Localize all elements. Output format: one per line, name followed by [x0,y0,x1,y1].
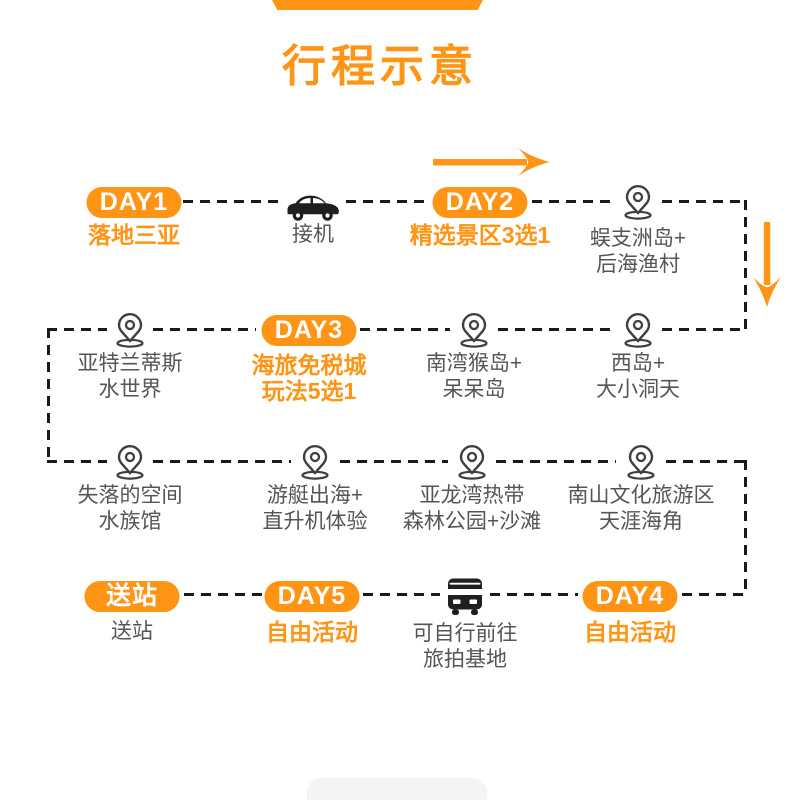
next-card-edge [307,778,487,800]
day4-badge: DAY4 [582,581,678,612]
route-line [346,200,430,203]
route-line [662,328,747,331]
yacht-label: 游艇出海+ 直升机体验 [263,483,368,535]
route-line [184,593,262,596]
location-pin-icon [624,185,652,220]
nanwan-label: 南湾猴岛+ 呆呆岛 [426,351,522,403]
route-line [47,328,50,463]
wuzhizhou-line2: 后海渔村 [595,253,680,276]
location-pin-icon [624,313,652,348]
page-title: 行程示意 [282,42,478,91]
route-line [744,200,747,331]
arrow-right-icon [433,148,550,176]
day1-label: 落地三亚 [88,222,180,248]
route-line [490,593,578,596]
yacht-line2: 直升机体验 [262,510,368,533]
route-line [340,460,448,463]
lostspace-line1: 失落的空间 [77,484,183,507]
atlantis-label: 亚特兰蒂斯 水世界 [78,351,183,403]
atlantis-line1: 亚特兰蒂斯 [77,352,183,375]
route-line [498,328,614,331]
day5-label: 自由活动 [266,619,358,645]
yalong-line2: 森林公园+沙滩 [402,510,542,533]
route-line [363,593,440,596]
yalong-label: 亚龙湾热带 森林公园+沙滩 [403,483,541,535]
xidao-line1: 西岛+ [610,352,666,375]
nanwan-line1: 南湾猴岛+ [425,352,523,375]
xidao-line2: 大小洞天 [596,378,680,401]
location-pin-icon [116,313,144,348]
route-line [183,200,284,203]
route-line [666,460,747,463]
day3-line1: 海旅免税城 [251,352,367,378]
day5-badge: DAY5 [264,581,360,612]
day3-badge: DAY3 [261,315,357,346]
wuzhizhou-label: 蜈支洲岛+ 后海渔村 [590,226,686,278]
nanshan-line2: 天涯海角 [599,510,683,533]
top-accent-bar [272,0,483,10]
car-icon [287,195,339,221]
yacht-line1: 游艇出海+ [266,484,364,507]
atlantis-line2: 水世界 [98,378,162,401]
day2-badge: DAY2 [432,187,528,218]
bus-icon [448,578,482,615]
xidao-label: 西岛+ 大小洞天 [596,351,680,403]
location-pin-icon [627,445,655,480]
route-line [153,328,256,331]
day3-line2: 玩法5选1 [261,378,357,404]
location-pin-icon [116,445,144,480]
location-pin-icon [458,445,486,480]
wuzhizhou-line1: 蜈支洲岛+ [589,227,687,250]
arrow-down-icon [753,222,781,307]
day2-label: 精选景区3选1 [409,222,551,248]
nanshan-label: 南山文化旅游区 天涯海角 [568,483,715,535]
route-line [496,460,616,463]
day4-label: 自由活动 [584,619,676,645]
location-pin-icon [301,445,329,480]
route-line [153,460,291,463]
route-line [744,460,747,596]
shuttle-line2: 旅拍基地 [423,648,507,671]
songzhan-label: 送站 [111,620,153,643]
songzhan-badge: 送站 [84,581,180,612]
lostspace-line2: 水族馆 [98,510,162,533]
location-pin-icon [460,313,488,348]
route-line [662,200,747,203]
yalong-line1: 亚龙湾热带 [419,484,525,507]
route-line [360,328,450,331]
pickup-label: 接机 [292,223,334,246]
route-line [47,328,107,331]
route-line [532,200,614,203]
nanwan-line2: 呆呆岛 [442,378,506,401]
nanshan-line1: 南山文化旅游区 [567,484,715,507]
route-line [47,460,107,463]
shuttle-label: 可自行前往 旅拍基地 [413,621,518,673]
day3-label: 海旅免税城 玩法5选1 [252,352,367,404]
route-line [682,593,747,596]
lostspace-label: 失落的空间 水族馆 [78,483,183,535]
shuttle-line1: 可自行前往 [412,622,518,645]
day1-badge: DAY1 [86,187,182,218]
